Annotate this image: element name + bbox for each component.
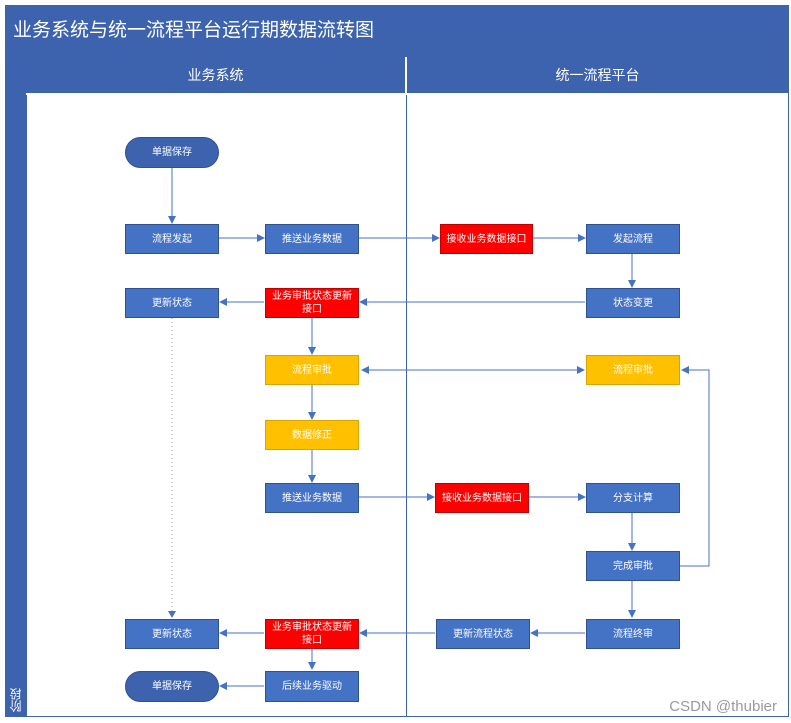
node-update-status-2: 更新状态: [125, 619, 219, 649]
lane-business: [26, 95, 406, 716]
node-flow-approve-left: 流程审批: [265, 355, 359, 385]
node-flow-approve-right: 流程审批: [586, 355, 680, 385]
node-doc-save-bottom: 单据保存: [125, 671, 219, 702]
node-status-change: 状态变更: [586, 288, 680, 318]
node-update-flow-status: 更新流程状态: [436, 619, 530, 649]
watermark: CSDN @thubier: [669, 698, 777, 715]
node-flow-end: 流程终审: [586, 619, 680, 649]
node-data-fix: 数据修正: [265, 420, 359, 450]
node-finish-approve: 完成审批: [586, 551, 680, 581]
node-flow-start: 流程发起: [125, 224, 219, 254]
node-push-data-2: 推送业务数据: [265, 483, 359, 513]
edge-finish-approveright: [679, 366, 710, 567]
lane-platform: [406, 95, 788, 716]
edge-update2-arrowhead: [168, 611, 176, 618]
node-status-api-2: 业务审批状态更新接口: [265, 619, 359, 649]
node-recv-api-1: 接收业务数据接口: [440, 224, 533, 254]
node-start-flow: 发起流程: [586, 224, 680, 254]
node-split-calc: 分支计算: [586, 483, 680, 513]
node-follow-drive: 后续业务驱动: [265, 671, 359, 702]
node-status-api-1: 业务审批状态更新接口: [265, 288, 359, 318]
node-doc-save-top: 单据保存: [125, 137, 219, 168]
node-recv-api-2: 接收业务数据接口: [435, 483, 529, 513]
node-push-data-1: 推送业务数据: [265, 224, 359, 254]
node-update-status-1: 更新状态: [125, 288, 219, 318]
stage-bar: 阶段: [6, 57, 26, 716]
diagram-title: 业务系统与统一流程平台运行期数据流转图: [5, 5, 789, 57]
lane-header-business: 业务系统: [26, 57, 405, 93]
lane-header-platform: 统一流程平台: [407, 57, 788, 93]
